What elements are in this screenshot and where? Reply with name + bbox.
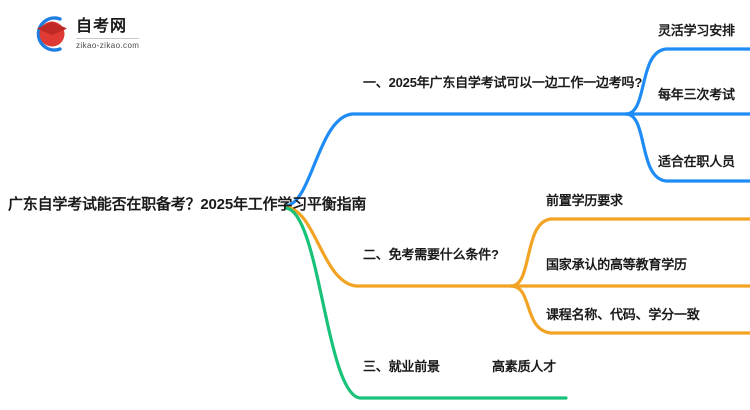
- logo-wordmark: 自考网 zikao-zikao.com: [76, 17, 140, 50]
- connector-branch-2-to-child-1: [509, 217, 750, 288]
- logo-url: zikao-zikao.com: [76, 40, 140, 50]
- site-logo[interactable]: 自考网 zikao-zikao.com: [28, 12, 188, 56]
- mindmap-branch-2[interactable]: 二、免考需要什么条件?: [363, 247, 499, 262]
- mindmap-branch-2-child-3[interactable]: 课程名称、代码、学分一致: [546, 307, 700, 322]
- mindmap-branch-2-child-1[interactable]: 前置学历要求: [546, 193, 623, 208]
- mindmap-branch-1-child-1[interactable]: 灵活学习安排: [658, 23, 735, 38]
- mindmap-branch-1[interactable]: 一、2025年广东自学考试可以一边工作一边考吗?: [363, 75, 643, 90]
- mindmap-branch-2-child-2[interactable]: 国家承认的高等教育学历: [546, 257, 687, 272]
- connector-branch-1-to-child-1: [624, 47, 750, 116]
- graduation-cap-icon: [28, 13, 70, 55]
- logo-name-cn: 自考网: [76, 17, 128, 35]
- mindmap-branch-3-child-1[interactable]: 高素质人才: [492, 359, 557, 374]
- mindmap-branch-3[interactable]: 三、就业前景: [363, 359, 440, 374]
- mindmap-root-node[interactable]: 广东自学考试能否在职备考？2025年工作学习平衡指南: [8, 196, 367, 213]
- logo-divider: [76, 37, 140, 39]
- mindmap-branch-1-child-2[interactable]: 每年三次考试: [658, 87, 735, 102]
- mindmap-branch-1-child-3[interactable]: 适合在职人员: [658, 154, 735, 169]
- connector-branch-1-to-child-3: [624, 112, 750, 183]
